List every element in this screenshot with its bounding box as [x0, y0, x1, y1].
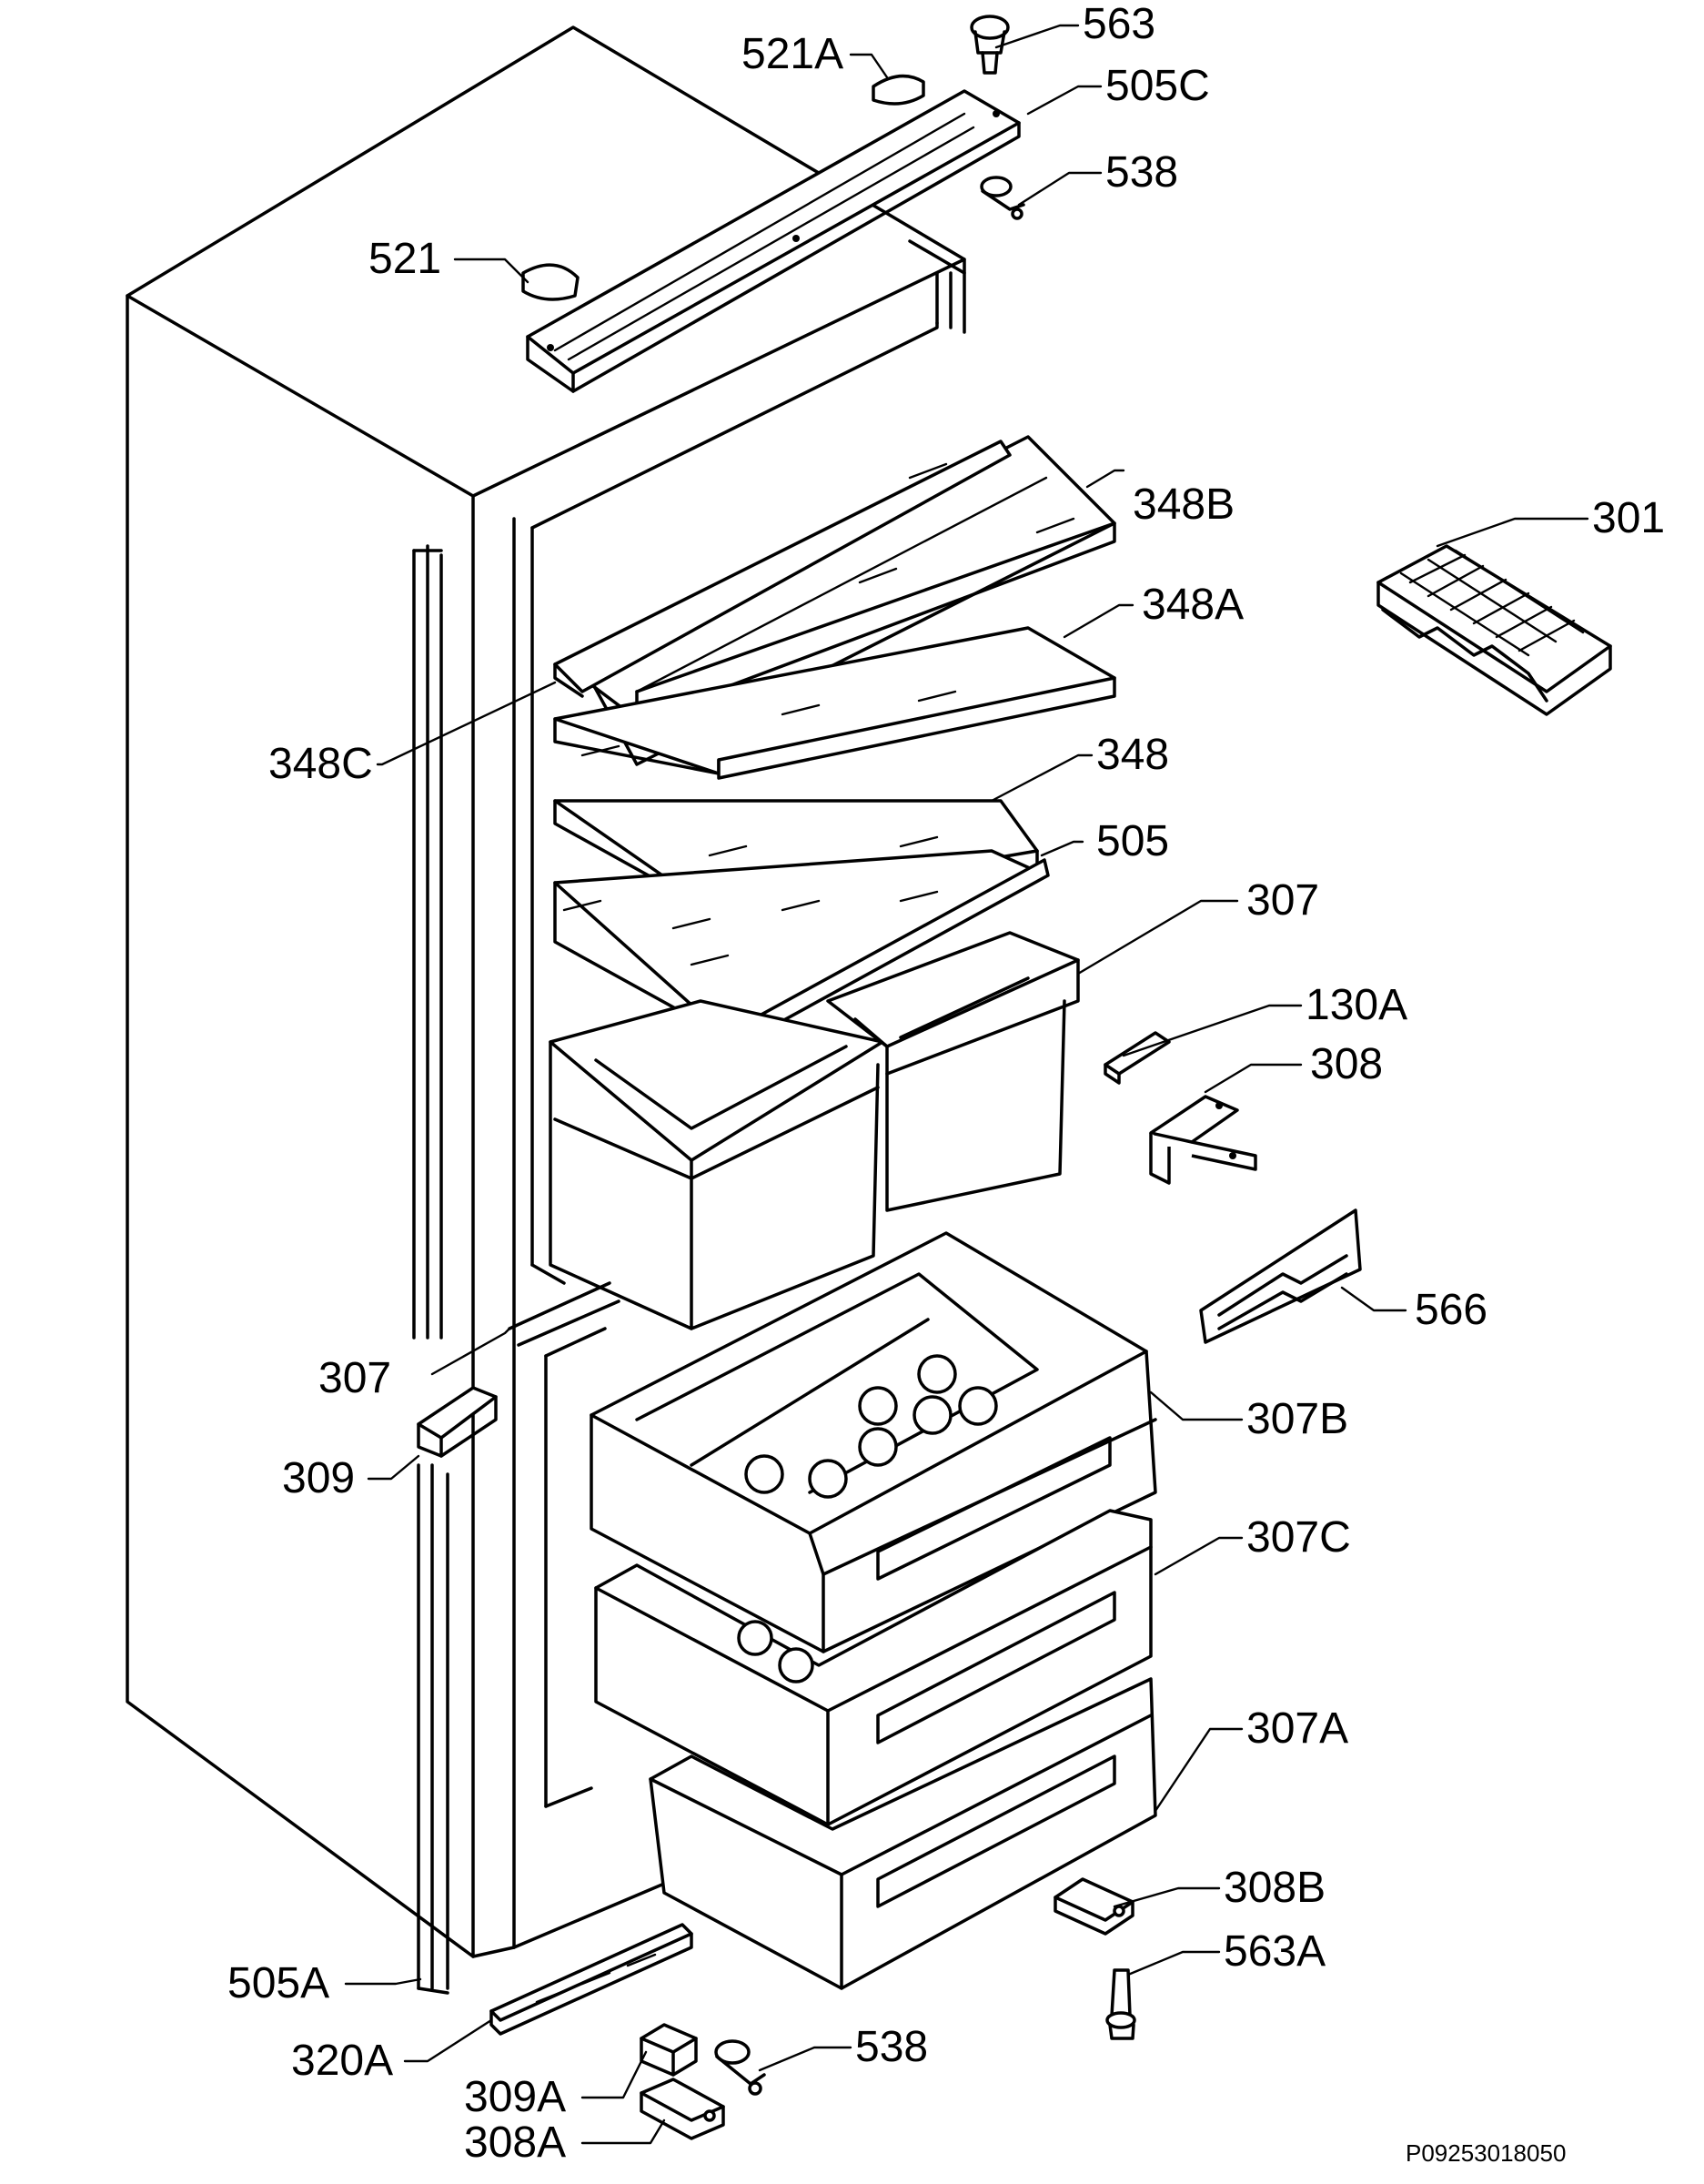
label-307-top: 307 [1246, 876, 1319, 925]
label-563: 563 [1083, 0, 1155, 48]
hinge-pin-563A [1105, 1968, 1136, 2040]
hinge-pin-538-bottom [714, 2039, 766, 2096]
label-521A: 521A [741, 30, 843, 78]
hinge-cover-130A [1104, 1031, 1171, 1085]
label-348: 348 [1096, 731, 1169, 779]
freezer-drawer-307B [590, 1231, 1157, 1653]
freezer-drawer-307A [649, 1677, 1157, 1990]
hinge-bracket-308A [640, 2078, 725, 2140]
crisper-drawer-307-left [549, 999, 884, 1330]
hinge-bracket-308 [1149, 1095, 1257, 1185]
label-309A: 309A [464, 2073, 566, 2121]
label-307C: 307C [1246, 1513, 1351, 1562]
cabinet [126, 25, 966, 1958]
label-566: 566 [1415, 1286, 1487, 1334]
label-505C: 505C [1105, 62, 1210, 110]
glass-shelf-348C [553, 440, 1012, 698]
leader-lines [344, 24, 1589, 2145]
label-130A: 130A [1306, 981, 1407, 1029]
label-320A: 320A [291, 2037, 393, 2085]
door-seal-strip [412, 544, 449, 1995]
label-505: 505 [1096, 817, 1169, 865]
label-301: 301 [1592, 494, 1665, 542]
label-307A: 307A [1246, 1704, 1348, 1753]
label-308B: 308B [1224, 1864, 1326, 1912]
hinge-bracket-308B [1054, 1877, 1134, 1936]
label-309: 309 [282, 1454, 355, 1502]
cover-cap-521 [521, 263, 580, 301]
label-307B: 307B [1246, 1395, 1348, 1443]
drawing-code: P09253018050 [1406, 2139, 1566, 2167]
hinge-cap-563 [970, 15, 1010, 75]
door-stop-309A [640, 2023, 698, 2077]
label-348C: 348C [268, 740, 373, 788]
hinge-pin-538-top [980, 176, 1025, 220]
part-labels: 563 521A 505C 538 521 348B 301 348A 348C… [227, 0, 1665, 2167]
cover-cap-521A [872, 74, 925, 106]
label-538-bottom: 538 [855, 2023, 928, 2071]
door-handle-566 [1199, 1208, 1362, 1344]
label-538-top: 538 [1105, 148, 1178, 197]
label-563A: 563A [1224, 1927, 1326, 1976]
bottom-rail-320A [489, 1923, 693, 2036]
label-308A: 308A [464, 2118, 566, 2167]
label-348B: 348B [1133, 480, 1235, 529]
ice-cube-tray [1376, 544, 1612, 716]
label-505A: 505A [227, 1959, 329, 2007]
label-308: 308 [1310, 1040, 1383, 1088]
label-521: 521 [368, 235, 441, 283]
glass-shelf-348A [553, 626, 1116, 780]
label-307-left: 307 [318, 1354, 391, 1402]
top-rail [526, 89, 1021, 393]
door-stop-309 [417, 1386, 498, 1458]
label-348A: 348A [1142, 581, 1244, 629]
freezer-drawer-307C [594, 1509, 1153, 1826]
